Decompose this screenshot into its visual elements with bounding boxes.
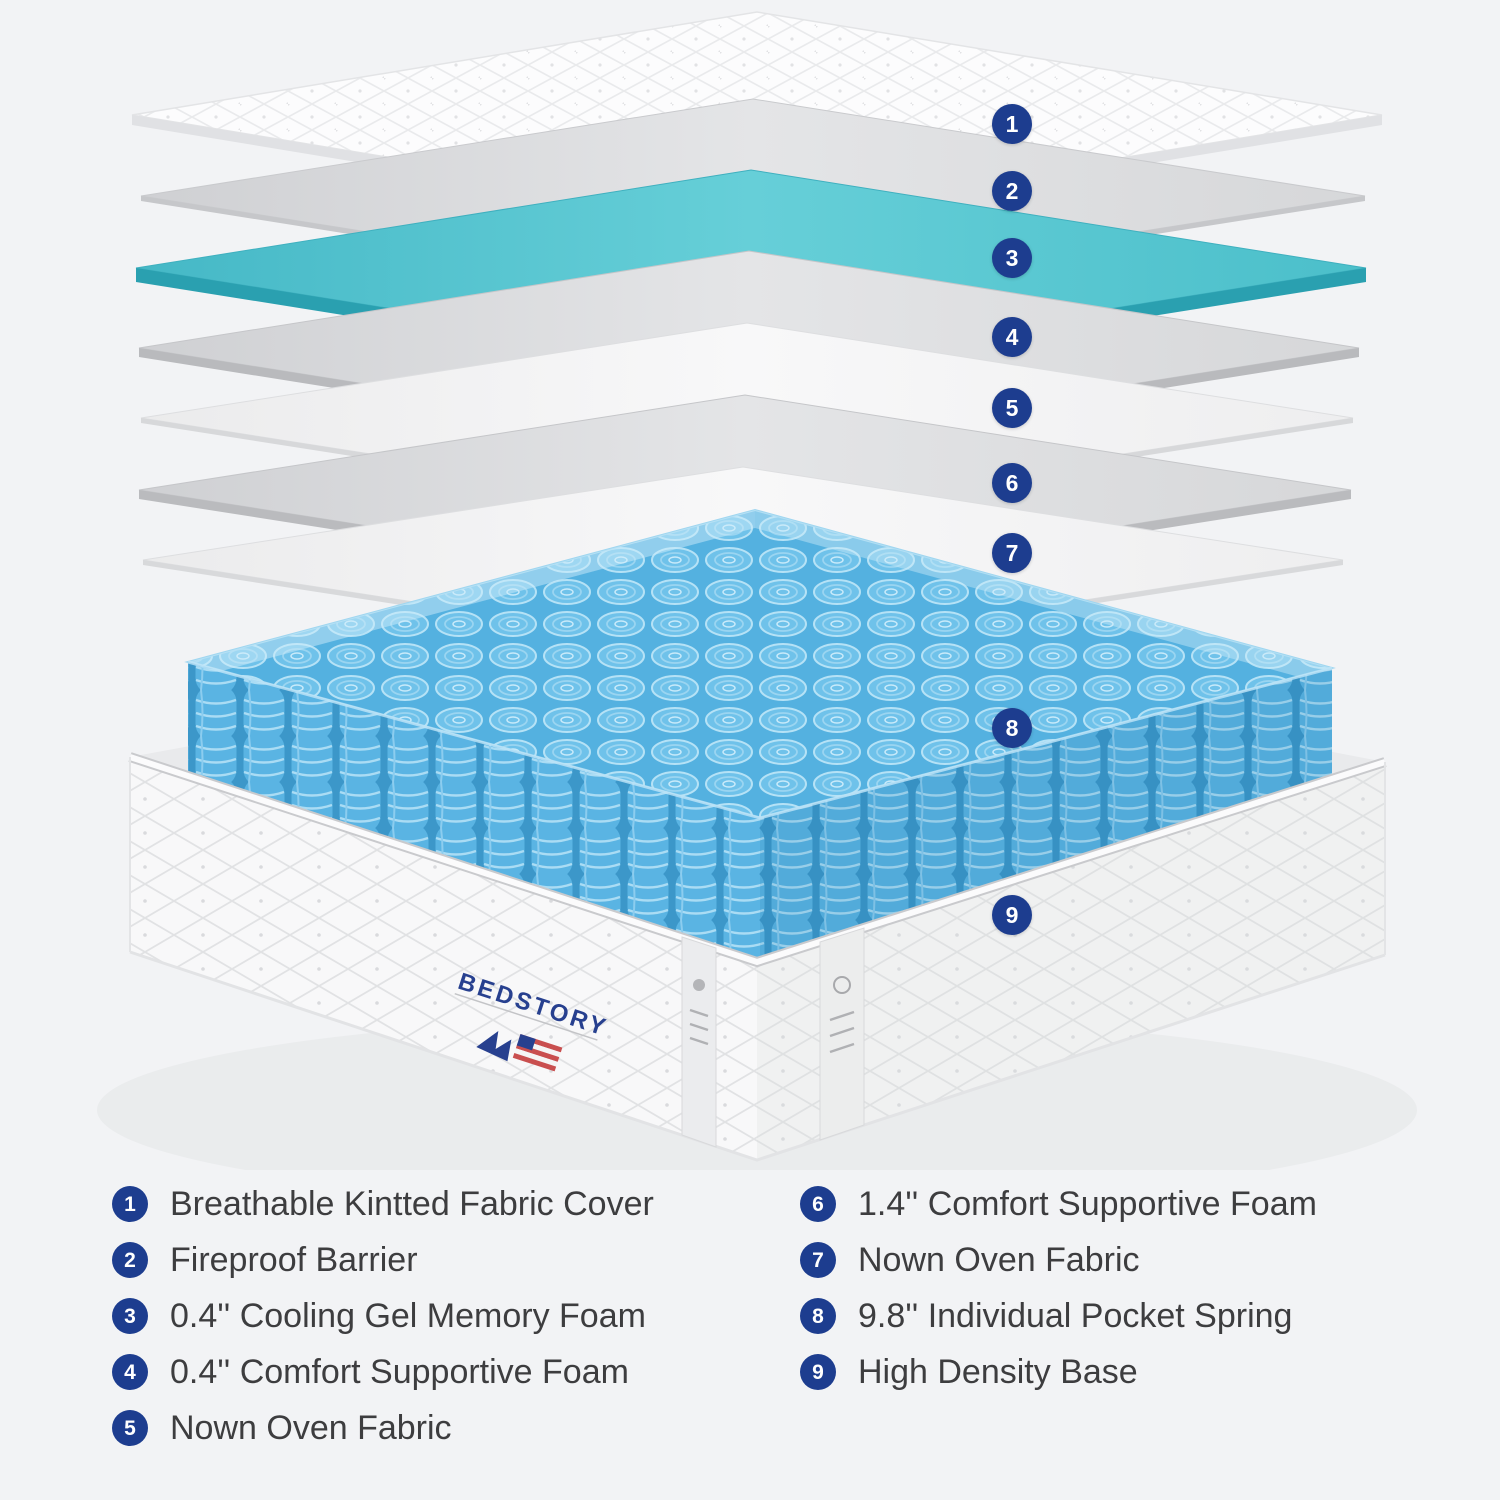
layer-badge-3: 3 (992, 238, 1032, 278)
legend-item-4: 4 0.4'' Comfort Supportive Foam (112, 1352, 654, 1391)
layer-badge-3-number: 3 (1005, 244, 1019, 271)
legend-badge-3: 3 (112, 1298, 148, 1334)
legend-item-2: 2 Fireproof Barrier (112, 1240, 654, 1279)
legend-column-right: 6 1.4'' Comfort Supportive Foam 7 Nown O… (800, 1184, 1317, 1391)
layer-badge-6-number: 6 (1005, 469, 1019, 496)
logo-tape-right (819, 927, 865, 1141)
layer-9-base: BEDSTORY (128, 752, 1387, 1162)
layer-badge-2-number: 2 (1005, 177, 1019, 204)
layer-badge-2: 2 (992, 171, 1032, 211)
legend-badge-6: 6 (800, 1186, 836, 1222)
legend-label-8: 9.8'' Individual Pocket Spring (858, 1296, 1293, 1335)
legend-item-5: 5 Nown Oven Fabric (112, 1408, 654, 1447)
legend-badge-4: 4 (112, 1354, 148, 1390)
layer-badge-6: 6 (992, 463, 1032, 503)
legend-badge-9: 9 (800, 1354, 836, 1390)
us-flag-icon (476, 1031, 563, 1072)
layer-badge-9-number: 9 (1005, 901, 1019, 928)
legend-item-7: 7 Nown Oven Fabric (800, 1240, 1317, 1279)
layer-8-pocket-springs (184, 508, 1336, 962)
legend-item-6: 6 1.4'' Comfort Supportive Foam (800, 1184, 1317, 1223)
layer-badge-1: 1 (992, 104, 1032, 144)
layer-badge-7: 7 (992, 533, 1032, 573)
layer-badge-4-number: 4 (1005, 323, 1019, 350)
legend-badge-5: 5 (112, 1410, 148, 1446)
legend-label-2: Fireproof Barrier (170, 1240, 418, 1279)
legend-label-1: Breathable Kintted Fabric Cover (170, 1184, 654, 1223)
layer-badge-5: 5 (992, 388, 1032, 428)
legend-column-left: 1 Breathable Kintted Fabric Cover 2 Fire… (112, 1184, 654, 1447)
legend-label-3: 0.4'' Cooling Gel Memory Foam (170, 1296, 646, 1335)
layer-badge-1-number: 1 (1005, 110, 1019, 137)
legend-label-6: 1.4'' Comfort Supportive Foam (858, 1184, 1317, 1223)
legend-item-3: 3 0.4'' Cooling Gel Memory Foam (112, 1296, 654, 1335)
layer-badge-5-number: 5 (1005, 394, 1019, 421)
legend-label-4: 0.4'' Comfort Supportive Foam (170, 1352, 629, 1391)
legend-item-8: 8 9.8'' Individual Pocket Spring (800, 1296, 1317, 1335)
legend-badge-8: 8 (800, 1298, 836, 1334)
legend-badge-2: 2 (112, 1242, 148, 1278)
legend-badge-7: 7 (800, 1242, 836, 1278)
layer-badge-8: 8 (992, 708, 1032, 748)
logo-tape-left (681, 936, 717, 1148)
legend-item-1: 1 Breathable Kintted Fabric Cover (112, 1184, 654, 1223)
exploded-mattress-diagram: BEDSTORY (128, 11, 1387, 1162)
legend-label-5: Nown Oven Fabric (170, 1408, 452, 1447)
layer-badge-9: 9 (992, 895, 1032, 935)
layer-badge-7-number: 7 (1005, 539, 1019, 566)
legend-label-7: Nown Oven Fabric (858, 1240, 1140, 1279)
legend-item-9: 9 High Density Base (800, 1352, 1317, 1391)
legend-label-9: High Density Base (858, 1352, 1138, 1391)
legend-badge-1: 1 (112, 1186, 148, 1222)
layer-badge-4: 4 (992, 317, 1032, 357)
layer-badge-8-number: 8 (1005, 714, 1019, 741)
